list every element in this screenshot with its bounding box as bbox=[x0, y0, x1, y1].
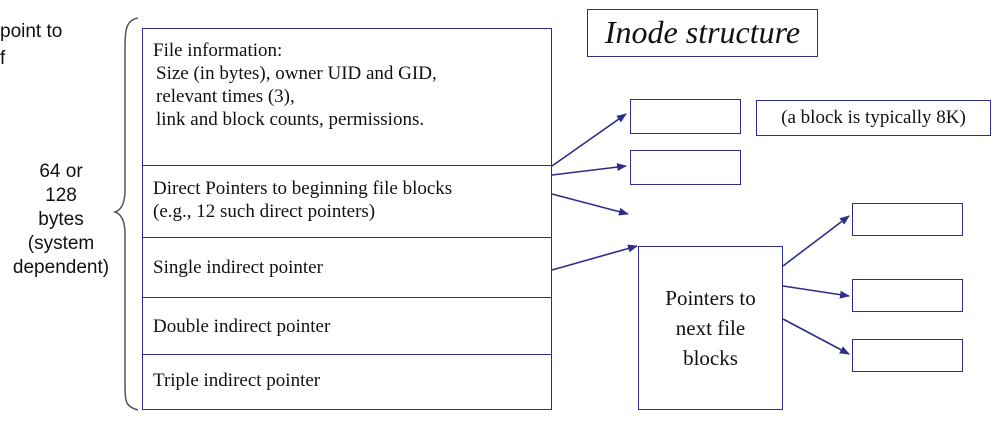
file-info-line: link and block counts, permissions. bbox=[156, 109, 425, 130]
row-double-indirect: Double indirect pointer bbox=[143, 298, 551, 355]
arrow-direct-1 bbox=[551, 113, 627, 167]
size-label-line: (system bbox=[27, 233, 95, 254]
truncated-line: point to bbox=[0, 21, 63, 42]
file-block-3 bbox=[852, 203, 963, 236]
inode-table: File information: Size (in bytes), owner… bbox=[142, 28, 552, 410]
file-block-5 bbox=[852, 339, 963, 372]
row-direct-pointers: Direct Pointers to beginning file blocks… bbox=[143, 166, 551, 238]
file-info-line: relevant times (3), bbox=[156, 86, 295, 107]
arrow-direct-3 bbox=[551, 193, 629, 216]
pointer-box-line: blocks bbox=[683, 346, 738, 370]
single-indirect-label: Single indirect pointer bbox=[153, 257, 323, 278]
file-block-2 bbox=[630, 150, 741, 185]
file-info-line: Size (in bytes), owner UID and GID, bbox=[156, 63, 437, 84]
row-single-indirect: Single indirect pointer bbox=[143, 238, 551, 298]
file-info-heading: File information: bbox=[153, 40, 283, 61]
size-label-line: bytes bbox=[38, 209, 84, 230]
direct-pointers-line: Direct Pointers to beginning file blocks bbox=[153, 178, 453, 199]
row-triple-indirect: Triple indirect pointer bbox=[143, 355, 551, 411]
truncated-text: point to f bbox=[0, 18, 110, 72]
file-block-4 bbox=[852, 279, 963, 312]
size-brace bbox=[112, 17, 139, 411]
arrow-single-indirect bbox=[551, 244, 638, 271]
size-label-line: 64 or bbox=[39, 161, 83, 182]
triple-indirect-label: Triple indirect pointer bbox=[153, 370, 321, 391]
direct-pointers-line: (e.g., 12 such direct pointers) bbox=[153, 201, 376, 222]
arrow-to-block-5 bbox=[782, 318, 850, 355]
arrow-to-block-4 bbox=[782, 285, 850, 299]
pointer-box-line: Pointers to bbox=[665, 286, 756, 310]
arrow-to-block-3 bbox=[782, 215, 850, 267]
size-label: 64 or 128 bytes (system dependent) bbox=[0, 160, 122, 280]
size-label-line: dependent) bbox=[12, 257, 110, 278]
size-label-line: 128 bbox=[45, 185, 77, 206]
double-indirect-label: Double indirect pointer bbox=[153, 316, 331, 337]
block-size-note: (a block is typically 8K) bbox=[756, 100, 991, 136]
truncated-line: f bbox=[0, 48, 6, 69]
pointer-box-line: next file bbox=[675, 316, 746, 340]
diagram-title: Inode structure bbox=[587, 9, 818, 57]
row-file-information: File information: Size (in bytes), owner… bbox=[143, 29, 551, 166]
arrow-direct-2 bbox=[551, 163, 627, 176]
file-block-1 bbox=[630, 99, 741, 134]
indirect-pointer-block: Pointers to next file blocks bbox=[638, 246, 783, 410]
